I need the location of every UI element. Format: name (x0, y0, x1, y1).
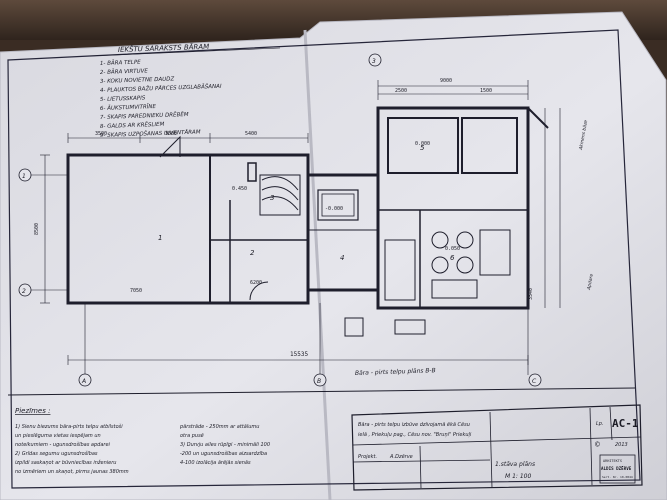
bottom-dim: 15535 (290, 351, 308, 358)
room-number: 1 (158, 234, 162, 242)
tb-firm-1: ARHITEKTS (603, 459, 622, 463)
tb-desc: Bāra - pirts telpu izbūve dzīvojamā ēkā … (358, 422, 470, 428)
level-mark: -0.000 (325, 206, 343, 212)
level-mark: 0.450 (232, 186, 247, 192)
dim-top: 5400 (245, 131, 257, 137)
dim-top: 1500 (480, 88, 492, 94)
legend-title: IEKŠTU SARAKSTS BĀRAM (118, 42, 210, 54)
notes-mid-line: 3) Durvju ailes rūpīgi - minimāli 100 (180, 442, 270, 448)
axis-label: B (317, 378, 321, 385)
paper-fold (303, 29, 332, 500)
area-label: 6200 (250, 280, 262, 286)
notes-mid-line: otra pusē (180, 433, 204, 439)
area-label: 3540 (528, 288, 534, 300)
plan-caption: Bāra - pirts telpu plāns B-B (355, 367, 436, 377)
axis-label: 1 (22, 173, 26, 180)
tb-copyright: © (595, 440, 600, 449)
notes-line: 1) Sienu biezums bāra-pirts telpu atbils… (15, 423, 123, 430)
notes-line: no izmēriem un skaņot, pirms jaunas 380m… (15, 469, 129, 475)
legend-item: 7- SKAPIS PAREDNIEKU DRĒBĒM (100, 111, 189, 121)
legend-item: 1- BĀRA TELPE (100, 59, 142, 67)
legend-item: 6- ĀUKSTUMVITRĪNE (100, 103, 157, 112)
dim-left: 8500 (34, 223, 40, 235)
axis-label: C (532, 378, 537, 385)
level-mark: 0.050 (445, 246, 460, 252)
paper-sheet (0, 11, 667, 500)
legend-item: 5- LIETUSSKAPIS (100, 95, 146, 103)
notes-line: noteikumiem - ugunsdrošības apdarei (15, 441, 111, 448)
axis-label: 2 (22, 288, 26, 295)
legend-item: 3- KOKU NOVIETNE DAUDZ (100, 76, 175, 85)
title-block (351, 404, 643, 491)
dim-right: 9000 (440, 78, 452, 84)
room-number: 4 (340, 254, 344, 262)
title-block-text: Bāra - pirts telpu izbūve dzīvojamā ēkā … (358, 417, 639, 480)
tb-sheet-no: AC-1 (612, 417, 639, 430)
notes-mid-line: -200 un ugunsdrošības aizsardzība (180, 450, 267, 457)
tb-project-name: A.Dzērve (389, 454, 413, 460)
level-mark: 0.000 (415, 141, 430, 147)
room-number: 5 (420, 144, 425, 152)
dim-top: 3500 (95, 131, 107, 137)
notes-mid-line: pārstrāde - 250mm ar attālumu (179, 424, 259, 430)
floor-plan (30, 80, 561, 375)
legend-item: 2- BĀRA VIRTUVE (100, 67, 149, 76)
drawing-border (7, 29, 641, 489)
tb-project-label: Projekt. (358, 454, 377, 460)
axis-bubbles (18, 53, 542, 387)
tb-firm-2: ALDIS DZĒRVE (601, 466, 632, 471)
legend-item: 9- SKAPIS UZPOŠANAS INVENTĀRAM (100, 128, 201, 139)
side-note: Apdare (586, 273, 595, 291)
tb-plan-name: 1.stāva plāns (495, 461, 535, 468)
tb-scale: M 1: 100 (505, 473, 531, 480)
notes-line: izpildi saskaņot ar būvniecības inženier… (15, 459, 116, 466)
tb-sheet-label: Lp. (596, 421, 604, 427)
axis-label: 3 (372, 58, 376, 65)
axis-label: A (81, 378, 86, 385)
dim-top: 3500 (165, 131, 177, 137)
side-note: Akmens bāze (578, 119, 589, 151)
room-number: 6 (450, 254, 455, 262)
room-number: 2 (250, 249, 255, 257)
legend-item: 8- GALDS AR KRĒSLIEM (100, 121, 165, 130)
notes-title: Piezīmes : (15, 407, 50, 415)
notes-mid-line: 4-100 izolācija ārējās sienās (180, 460, 251, 466)
tb-cert: Sert. Nr. 10-0844 (602, 475, 633, 479)
tb-year: 2013 (615, 442, 628, 448)
notes-block: Piezīmes : 1) Sienu biezums bāra-pirts t… (7, 387, 636, 475)
area-label: 7050 (130, 288, 142, 294)
dim-top: 2500 (395, 88, 407, 94)
tb-desc: ielā , Priekuļu pag., Cēsu nov. "Bruņi" … (358, 432, 472, 438)
notes-line: 2) Grīdas segumu ugunsdrošības (15, 450, 98, 457)
side-notes: Akmens bāze Apdare (578, 119, 595, 291)
room-number: 3 (270, 194, 274, 202)
notes-line: un pieslēguma vietas iespējam un (15, 433, 101, 439)
plan-labels: 3500 3500 5400 2500 1500 9000 8500 1 2 3… (22, 58, 537, 385)
